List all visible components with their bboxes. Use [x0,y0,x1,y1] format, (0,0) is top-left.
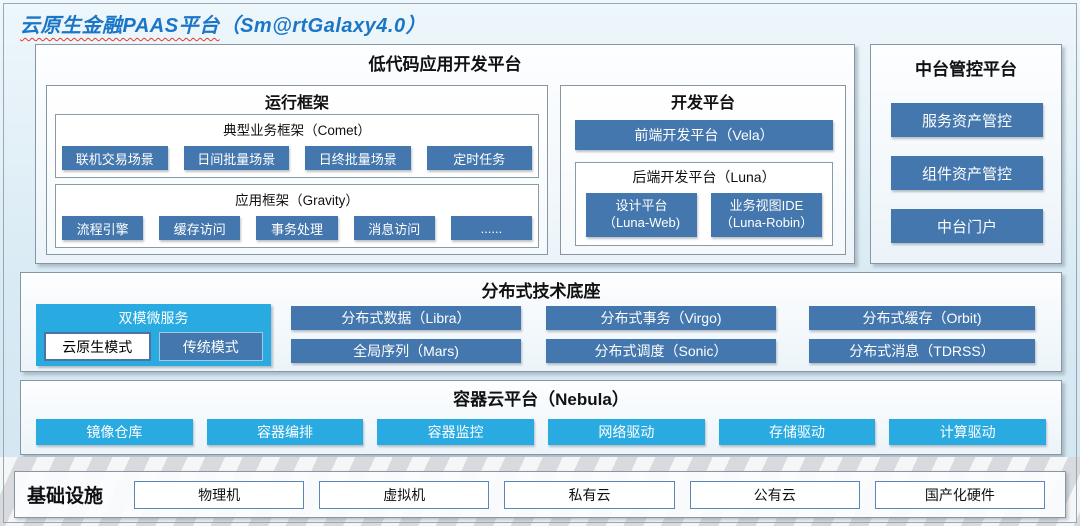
gravity-framework-title: 应用框架（Gravity） [235,193,359,208]
block-image-registry: 镜像仓库 [36,419,193,445]
block-storage-driver: 存储驱动 [718,419,876,445]
block-endofday-batch: 日终批量场景 [305,146,411,170]
block-luna-robin: 业务视图IDE （Luna-Robin） [711,193,822,237]
block-network-driver: 网络驱动 [548,419,705,445]
distributed-base-panel: 分布式技术底座 双模微服务 云原生模式 传统模式 分布式数据（Libra） 分布… [20,272,1062,372]
luna-button-row: 设计平台 （Luna-Web) 业务视图IDE （Luna-Robin） [576,193,832,237]
block-global-sequence-mars: 全局序列（Mars) [291,339,521,363]
block-physical-machine: 物理机 [134,480,305,509]
block-private-cloud: 私有云 [504,480,675,509]
block-distributed-transaction-virgo: 分布式事务（Virgo) [546,306,776,330]
container-cloud-title: 容器云平台（Nebula） [453,390,629,409]
distributed-base-title: 分布式技术底座 [481,282,601,301]
container-cloud-row: 镜像仓库 容器编排 容器监控 网络驱动 存储驱动 计算驱动 [21,419,1061,445]
dual-mode-microservice-box: 双模微服务 云原生模式 传统模式 [36,304,271,366]
luna-backend-title: 后端开发平台（Luna） [632,169,776,185]
comet-framework-box: 典型业务框架（Comet） 联机交易场景 日间批量场景 日终批量场景 定时任务 [55,114,539,178]
block-message-access: 消息访问 [353,216,435,240]
infrastructure-panel: 基础设施 物理机 虚拟机 私有云 公有云 国产化硬件 [14,471,1066,518]
block-compute-driver: 计算驱动 [889,419,1047,445]
luna-web-sub: （Luna-Web) [602,215,681,230]
block-cache-access: 缓存访问 [159,216,241,240]
block-domestic-hardware: 国产化硬件 [874,480,1046,509]
luna-backend-box: 后端开发平台（Luna） 设计平台 （Luna-Web) 业务视图IDE （Lu… [575,162,833,246]
page-title: 云原生金融PAAS平台（Sm@rtGalaxy4.0） [20,9,426,38]
block-ellipsis: ...... [450,216,533,240]
gravity-framework-box: 应用框架（Gravity） 流程引擎 缓存访问 事务处理 消息访问 ...... [55,184,539,248]
block-process-engine: 流程引擎 [62,216,144,240]
runtime-framework-title: 运行框架 [264,95,329,112]
block-distributed-data-libra: 分布式数据（Libra） [291,306,521,330]
block-component-asset-mgmt: 组件资产管控 [891,156,1043,190]
page-title-main: 云原生金融PAAS平台 [20,15,220,37]
midplatform-title: 中台管控平台 [915,60,1017,79]
dev-platform-panel: 开发平台 前端开发平台（Vela） 后端开发平台（Luna） 设计平台 （Lun… [560,85,846,255]
midplatform-panel: 中台管控平台 服务资产管控 组件资产管控 中台门户 [870,44,1062,264]
infrastructure-title: 基础设施 [27,486,104,507]
block-midplatform-portal: 中台门户 [891,209,1043,243]
block-luna-web: 设计平台 （Luna-Web) [586,193,697,237]
block-daytime-batch: 日间批量场景 [183,146,289,170]
block-container-monitoring: 容器监控 [377,419,535,445]
block-traditional-mode: 传统模式 [158,332,263,361]
block-service-asset-mgmt: 服务资产管控 [891,103,1043,137]
lowcode-platform-title: 低代码应用开发平台 [368,55,522,74]
dev-platform-title: 开发平台 [670,95,735,112]
block-vela-frontend: 前端开发平台（Vela） [575,120,833,150]
luna-web-label: 设计平台 [615,198,668,214]
runtime-framework-panel: 运行框架 典型业务框架（Comet） 联机交易场景 日间批量场景 日终批量场景 … [46,85,548,255]
luna-robin-label: 业务视图IDE [729,198,804,214]
page-title-suffix: （Sm@rtGalaxy4.0） [219,15,427,37]
block-distributed-cache-orbit: 分布式缓存（Orbit) [809,306,1035,330]
comet-framework-title: 典型业务框架（Comet） [223,123,371,138]
lowcode-platform-panel: 低代码应用开发平台 运行框架 典型业务框架（Comet） 联机交易场景 日间批量… [35,44,855,264]
block-virtual-machine: 虚拟机 [319,480,490,509]
comet-button-row: 联机交易场景 日间批量场景 日终批量场景 定时任务 [56,146,538,170]
block-scheduled-tasks: 定时任务 [426,146,532,170]
luna-robin-sub: （Luna-Robin） [719,215,814,230]
container-cloud-panel: 容器云平台（Nebula） 镜像仓库 容器编排 容器监控 网络驱动 存储驱动 计… [20,380,1062,455]
block-distributed-message-tdrss: 分布式消息（TDRSS） [809,339,1035,363]
block-transaction-processing: 事务处理 [256,216,338,240]
dual-mode-title: 双模微服务 [118,310,189,326]
dual-mode-row: 云原生模式 传统模式 [36,332,271,361]
block-online-trading: 联机交易场景 [62,146,168,170]
block-container-orchestration: 容器编排 [206,419,364,445]
block-public-cloud: 公有云 [689,480,860,509]
block-cloud-native-mode: 云原生模式 [44,332,151,361]
gravity-button-row: 流程引擎 缓存访问 事务处理 消息访问 ...... [56,216,538,240]
block-distributed-scheduling-sonic: 分布式调度（Sonic） [546,339,776,363]
